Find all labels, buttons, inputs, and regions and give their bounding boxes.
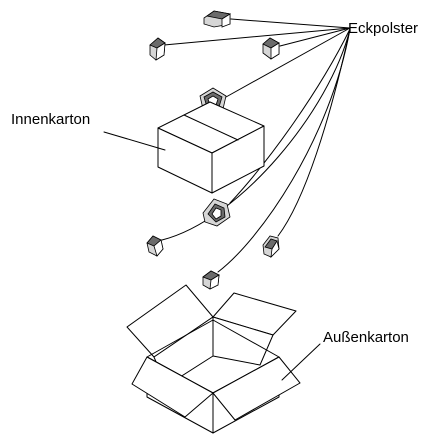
corner-pad-triangle [202,198,231,227]
outer-box-leader-line [281,343,321,381]
inner-box [157,101,265,194]
corner-pad-lower-left [146,235,164,257]
corner-pad-right [262,37,280,60]
label-inner-box: Innenkarton [11,111,90,128]
corner-pad-left [149,37,166,61]
label-outer-box: Außenkarton [323,329,409,346]
corner-pad-leader-lines [161,18,351,273]
corner-pad-bottom [202,270,220,290]
inner-box-leader-line [103,131,166,151]
corner-pad-top [203,10,232,28]
corner-pad-lower-right [262,235,280,259]
outer-box [126,284,301,434]
label-corner-pads: Eckpolster [348,20,418,37]
